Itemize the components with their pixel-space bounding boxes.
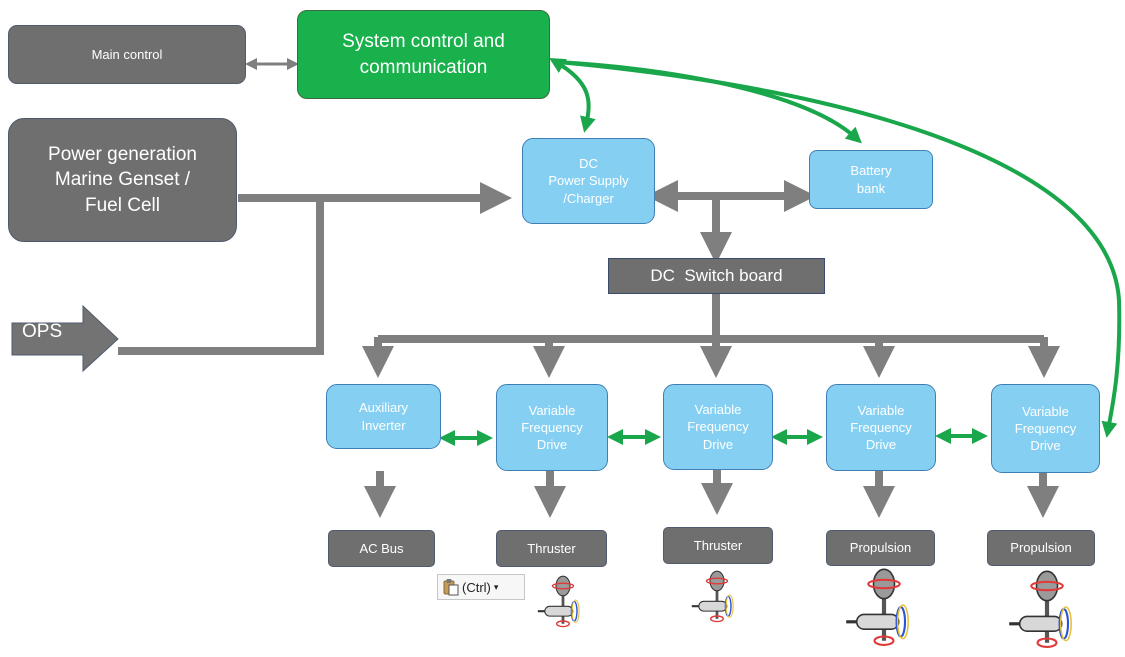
paste-options-button[interactable]: (Ctrl) ▾ [437,574,525,600]
dc-power-supply-box: DC Power Supply /Charger [522,138,655,224]
control-to-dc-supply [549,57,596,133]
power-generation-box: Power generation Marine Genset / Fuel Ce… [8,118,237,242]
propulsion-2-box: Propulsion [987,530,1095,566]
power-connections [118,58,1060,518]
thruster-pod-icon [537,575,580,628]
battery-bank-box: Battery bank [809,150,933,209]
thruster-2-box: Thruster [663,527,773,564]
vfd-2-box: Variable Frequency Drive [663,384,773,470]
thruster-1-box: Thruster [496,530,607,567]
thruster-pod-icon [691,570,734,623]
ops-arrow [11,304,119,373]
paste-options-label: (Ctrl) [462,579,491,595]
vfd-3-box: Variable Frequency Drive [826,384,936,471]
clipboard-icon [443,579,459,596]
dc-switch-board-box: DC Switch board [608,258,825,294]
ops-label: OPS [22,321,63,342]
propulsion-1-box: Propulsion [826,530,935,566]
vfd-1-box: Variable Frequency Drive [496,384,608,471]
auxiliary-inverter-box: Auxiliary Inverter [326,384,441,449]
control-to-vfd-4 [557,60,1122,438]
control-connections [439,57,1122,446]
chevron-down-icon: ▾ [493,581,499,592]
propulsion-pod-icon [1009,570,1072,648]
ops-to-dc-supply [118,194,324,355]
vfd-4-box: Variable Frequency Drive [991,384,1100,473]
system-control-box: System control and communication [297,10,550,99]
ac-bus-box: AC Bus [328,530,435,567]
main-control-box: Main control [8,25,246,84]
propulsion-pod-icon [846,568,909,646]
